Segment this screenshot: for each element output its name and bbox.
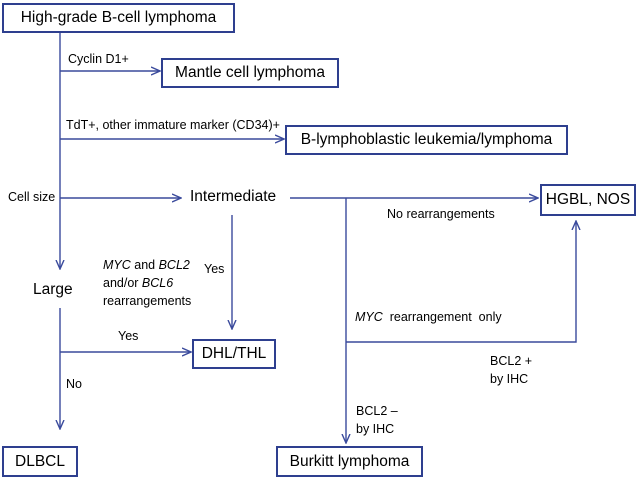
label-tdt: TdT+, other immature marker (CD34)+ [66, 118, 280, 132]
label-rearrangement-criteria: MYC and BCL2 and/or BCL6 rearrangements [103, 256, 191, 310]
label-no-large: No [66, 377, 82, 391]
label-yes-intermediate: Yes [204, 262, 225, 276]
node-dlbcl: DLBCL [2, 446, 78, 477]
node-label: DHL/THL [201, 345, 267, 362]
node-dhl-thl: DHL/THL [192, 339, 276, 369]
node-b-lymphoblastic: B-lymphoblastic leukemia/lymphoma [285, 125, 568, 155]
node-intermediate: Intermediate [190, 188, 277, 205]
gene-myc: MYC [103, 258, 131, 272]
node-hgbl-nos: HGBL, NOS [540, 184, 636, 216]
node-label: Burkitt lymphoma [289, 452, 410, 470]
bcl2-positive-line-2: by IHC [490, 372, 529, 386]
node-high-grade-b-cell-lymphoma: High-grade B-cell lymphoma [2, 3, 235, 33]
gene-bcl2: BCL2 [158, 258, 190, 272]
node-mantle-cell-lymphoma: Mantle cell lymphoma [161, 58, 339, 88]
criteria-line-3: rearrangements [103, 294, 192, 308]
andor-text: and/or [103, 276, 142, 290]
label-no-rearrangements: No rearrangements [387, 207, 495, 221]
node-large: Large [33, 281, 73, 298]
node-label: High-grade B-cell lymphoma [20, 9, 217, 26]
label-myc-rearrangement-only: MYC rearrangement only [355, 310, 502, 325]
node-label: Mantle cell lymphoma [175, 64, 325, 81]
node-label: B-lymphoblastic leukemia/lymphoma [300, 131, 553, 148]
gene-bcl6: BCL6 [141, 276, 174, 290]
label-cell-size: Cell size [8, 190, 56, 204]
node-label: DLBCL [15, 452, 65, 470]
bcl2-negative-line-2: by IHC [356, 422, 395, 436]
node-burkitt-lymphoma: Burkitt lymphoma [276, 446, 423, 477]
arrow-myc-to-hgbl [346, 222, 576, 343]
bcl2-negative-line-1: BCL2 – [356, 404, 398, 418]
label-bcl2-positive: BCL2 + by IHC [490, 352, 532, 388]
label-cyclin-d1: Cyclin D1+ [68, 52, 129, 66]
label-yes-large: Yes [118, 329, 139, 343]
gene-myc-only: MYC [355, 310, 383, 324]
bcl2-positive-line-1: BCL2 + [490, 354, 533, 368]
node-label: HGBL, NOS [545, 191, 631, 208]
label-bcl2-negative: BCL2 – by IHC [356, 402, 398, 438]
criteria-line-1: MYC and BCL2 [103, 256, 191, 274]
and-text: and [130, 258, 159, 272]
rearrangement-only-text: rearrangement only [382, 310, 502, 324]
criteria-line-2: and/or BCL6 [103, 274, 191, 292]
